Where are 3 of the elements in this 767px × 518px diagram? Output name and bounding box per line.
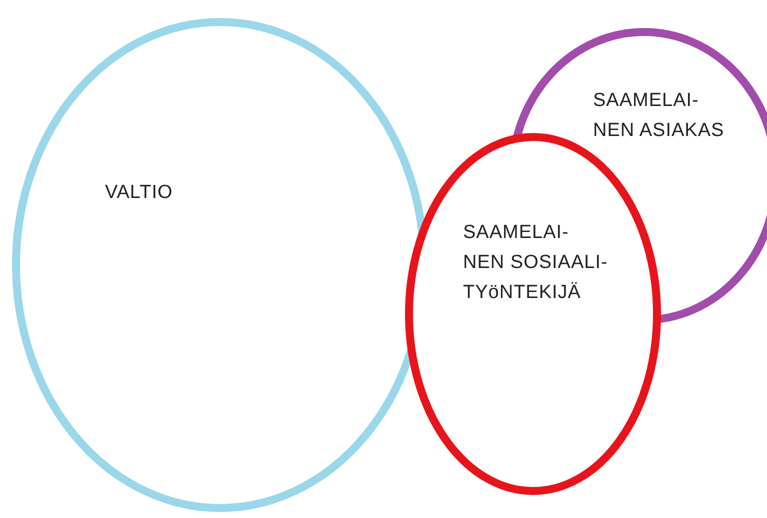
ellipse-label: SAAMELAI- NEN SOSIAALI- TYöNTEKIJÄ	[463, 221, 609, 305]
ellipse-label: VALTIO	[105, 181, 174, 205]
ellipse-label: SAAMELAI- NEN ASIAKAS	[593, 89, 726, 143]
